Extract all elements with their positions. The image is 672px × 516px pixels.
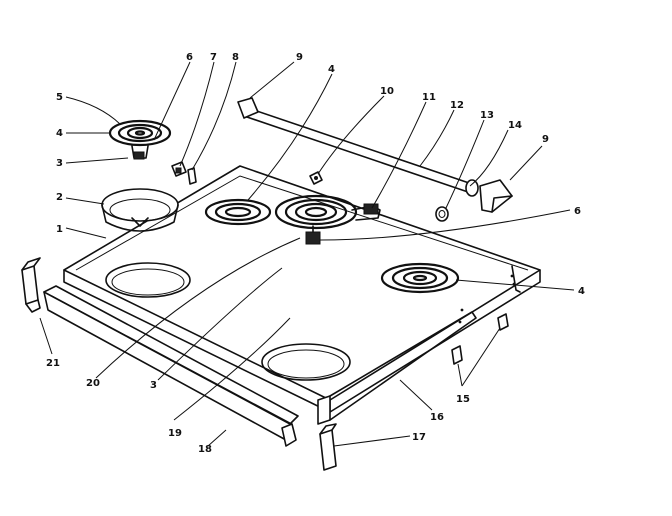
callout-9-b: 9 <box>542 134 549 145</box>
callouts: 5 4 3 6 7 8 2 1 9 4 10 11 12 13 14 9 6 4… <box>46 52 585 455</box>
callout-14: 14 <box>508 120 522 131</box>
callout-4-a: 4 <box>56 128 63 139</box>
callout-4-c: 4 <box>578 286 585 297</box>
callout-12: 12 <box>450 100 464 111</box>
callout-3-b: 3 <box>150 380 157 391</box>
bracket-left <box>21 257 41 313</box>
callout-20: 20 <box>86 378 100 389</box>
callout-19: 19 <box>168 428 182 439</box>
terminal-block-7 <box>171 161 187 177</box>
callout-7: 7 <box>210 52 217 63</box>
callout-9-a: 9 <box>296 52 303 63</box>
clip-8 <box>187 167 197 185</box>
end-cap-right <box>479 179 513 213</box>
bracket-17 <box>319 423 337 471</box>
surface-coil-back-left <box>204 198 272 226</box>
surface-coil-right <box>380 262 460 294</box>
callout-21: 21 <box>46 358 60 369</box>
insulator-13 <box>435 206 449 222</box>
front-trim-strip <box>43 285 299 447</box>
surface-coil-loose <box>108 119 172 160</box>
callout-1: 1 <box>56 224 63 235</box>
surface-coil-center-large <box>274 194 381 245</box>
side-trim <box>317 311 477 425</box>
callout-15: 15 <box>456 394 470 405</box>
callout-11: 11 <box>422 92 436 103</box>
burner-opening-front-left <box>105 262 191 298</box>
leader-lines <box>39 61 575 447</box>
callout-8: 8 <box>232 52 239 63</box>
callout-13: 13 <box>480 110 494 121</box>
callout-18: 18 <box>198 444 212 455</box>
callout-6-b: 6 <box>574 206 581 217</box>
callout-2: 2 <box>56 192 63 203</box>
callout-5: 5 <box>56 92 63 103</box>
clip-15-lower <box>451 345 463 365</box>
callout-3-a: 3 <box>56 158 63 169</box>
callout-10: 10 <box>380 86 394 97</box>
drip-bowl-loose <box>101 188 179 232</box>
callout-6-a: 6 <box>186 52 193 63</box>
burner-opening-front-right <box>261 343 351 381</box>
clip-15-upper <box>497 313 509 331</box>
callout-16: 16 <box>430 412 444 423</box>
callout-4-b: 4 <box>328 64 335 75</box>
callout-17: 17 <box>412 432 426 443</box>
